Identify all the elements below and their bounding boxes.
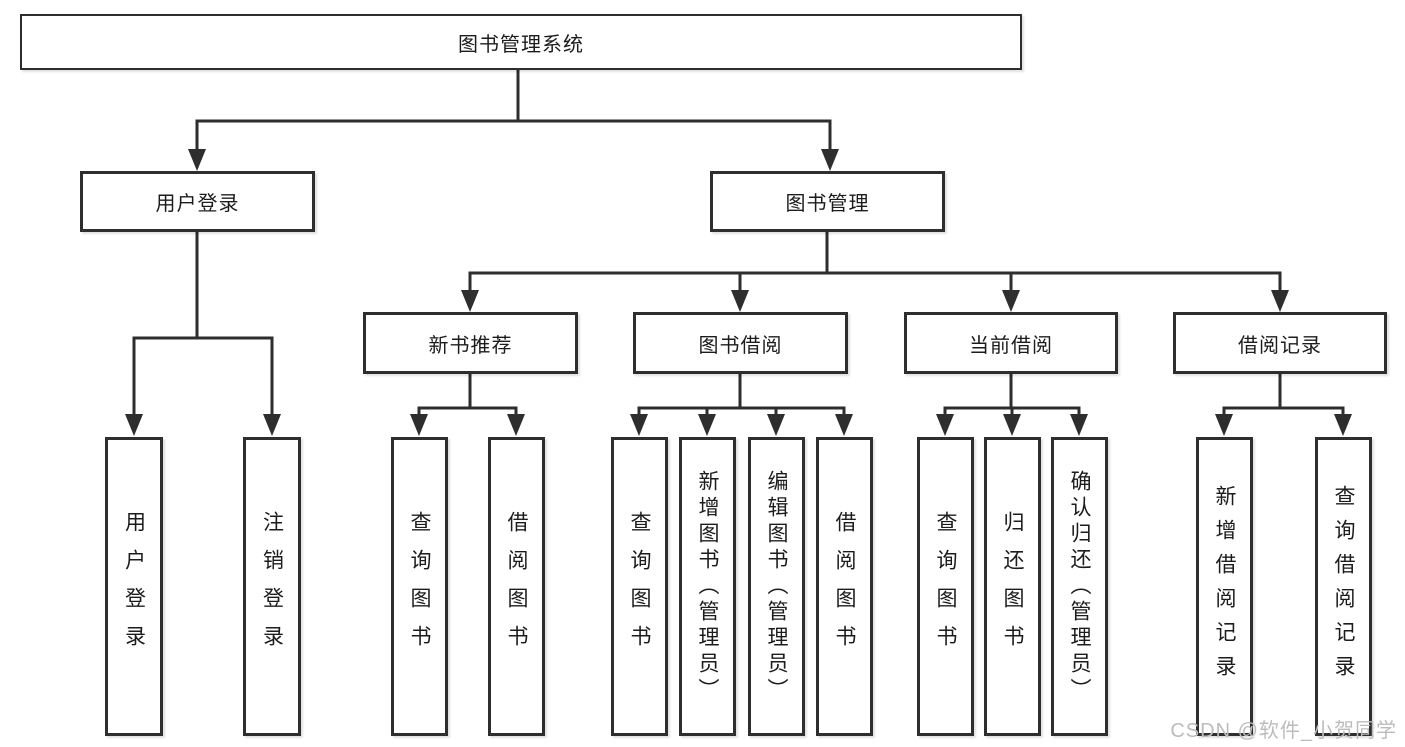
node-add-books-admin-label: 新增图书（管理员） [696,469,719,704]
node-borrow-books-recommend: 借阅图书 [488,437,545,736]
node-borrowing-records: 借阅记录 [1173,312,1387,374]
node-root: 图书管理系统 [20,14,1022,70]
node-confirm-return-admin: 确认归还（管理员） [1051,437,1108,736]
node-edit-books-admin-label: 编辑图书（管理员） [765,469,788,704]
csdn-watermark: CSDN @软件_小贺同学 [1170,720,1397,742]
node-query-books-borrowing-label: 查询图书 [628,510,651,663]
node-add-books-admin: 新增图书（管理员） [679,437,736,736]
node-query-books-recommend: 查询图书 [391,437,448,736]
node-query-books-current: 查询图书 [917,437,974,736]
node-user-login: 用户登录 [105,437,163,736]
node-query-books-borrowing: 查询图书 [611,437,668,736]
node-user-login-label: 用户登录 [122,510,146,663]
node-query-books-current-label: 查询图书 [934,510,957,663]
node-return-books: 归还图书 [984,437,1041,736]
node-new-book-recommend: 新书推荐 [363,312,578,374]
node-return-books-label: 归还图书 [1001,510,1024,663]
node-query-books-recommend-label: 查询图书 [408,510,431,663]
node-logout-label: 注销登录 [260,510,284,663]
node-borrow-books-borrowing: 借阅图书 [816,437,873,736]
node-confirm-return-admin-label: 确认归还（管理员） [1068,469,1091,704]
node-query-borrow-record: 查询借阅记录 [1315,437,1372,736]
node-edit-books-admin: 编辑图书（管理员） [748,437,805,736]
node-add-borrow-record: 新增借阅记录 [1196,437,1253,736]
node-current-borrowing: 当前借阅 [904,312,1118,374]
node-logout: 注销登录 [243,437,301,736]
node-add-borrow-record-label: 新增借阅记录 [1213,484,1236,689]
node-book-borrowing: 图书借阅 [633,312,848,374]
node-book-management: 图书管理 [710,171,945,232]
node-borrow-books-recommend-label: 借阅图书 [505,510,528,663]
node-query-borrow-record-label: 查询借阅记录 [1332,484,1355,689]
node-user-login-group: 用户登录 [80,171,315,232]
node-borrow-books-borrowing-label: 借阅图书 [833,510,856,663]
